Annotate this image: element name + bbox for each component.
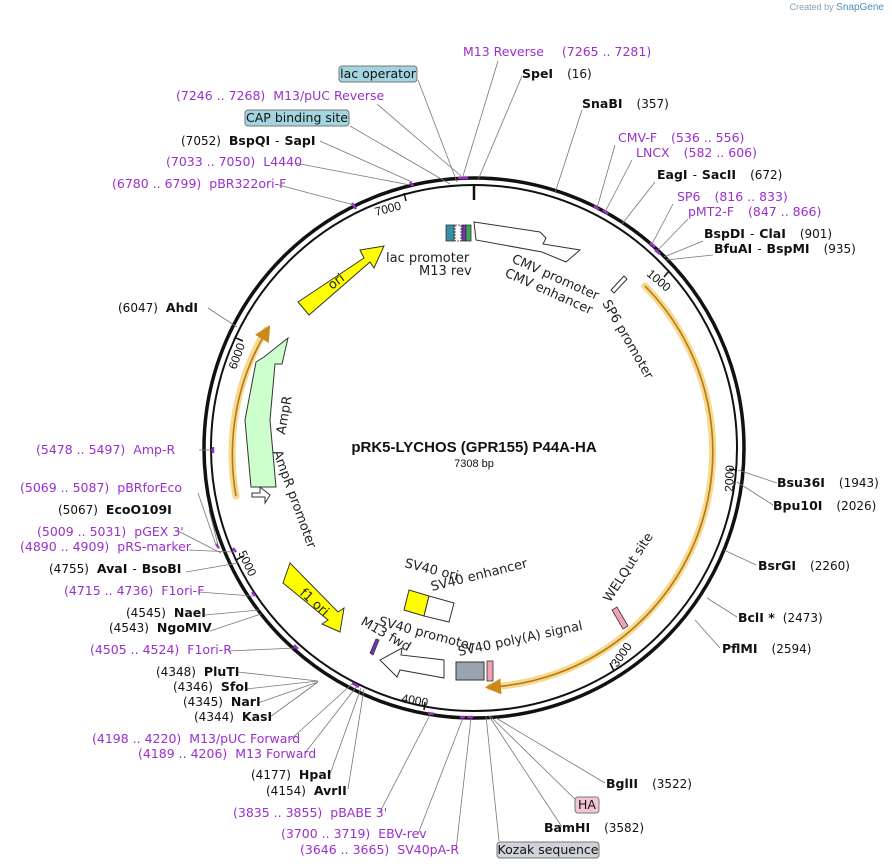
site-bamhi: BamHI(3582) — [544, 820, 644, 835]
brand-watermark: Created by SnapGene — [790, 2, 884, 13]
site-bpu10i: Bpu10I(2026) — [773, 498, 876, 513]
site-sfoi: (4346)SfoI — [173, 679, 249, 694]
sp6-promoter-label: SP6 promoter — [599, 298, 657, 383]
primer-sv40pa-r: (3646 .. 3665)SV40pA-R — [300, 842, 459, 857]
ruler: 1000 2000 3000 4000 5000 6000 7000 — [226, 192, 738, 711]
ruler-4000: 4000 — [400, 691, 429, 709]
primer-pbrforeco: (5069 .. 5087)pBRforEco — [20, 480, 182, 495]
m13-rev-label: M13 rev — [419, 264, 472, 279]
ha-text: HA — [578, 797, 596, 812]
site-ecoo109i: (5067)EcoO109I — [58, 502, 172, 517]
primer-pbr322ori-f: (6780 .. 6799)pBR322ori-F — [112, 176, 286, 191]
f1-ori-feature — [282, 562, 345, 633]
site-bsu36i: Bsu36I(1943) — [777, 475, 879, 490]
site-pluti: (4348)PluTI — [156, 664, 239, 679]
sv40-enhancer-feature — [423, 595, 455, 623]
primer-ebv-rev: (3700 .. 3719)EBV-rev — [281, 826, 427, 841]
plasmid-size: 7308 bp — [454, 458, 494, 470]
primer-lncx: LNCX(582 .. 606) — [636, 145, 757, 160]
ruler-2000: 2000 — [722, 465, 737, 492]
primer-pbabe3: (3835 .. 3855)pBABE 3' — [233, 805, 387, 820]
primer-m13-forward: (4189 .. 4206)M13 Forward — [138, 746, 316, 761]
site-bspdi-clai: BspDI-ClaI(901) — [704, 226, 832, 241]
orf-highlight — [486, 282, 717, 691]
ampr-feature — [244, 336, 289, 488]
ampr-promoter-feature — [251, 485, 271, 505]
sv40-polya-label: SV40 poly(A) signal — [457, 619, 584, 660]
sp6-promoter-feature — [610, 275, 628, 294]
ampr-label: AmpR — [274, 395, 296, 436]
lac-promoter-feature — [445, 224, 455, 242]
site-bcli: BclI *(2473) — [738, 610, 823, 625]
lac-operator-feature — [454, 224, 462, 242]
ruler-5000: 5000 — [235, 548, 259, 578]
sv40-polya-feature — [455, 661, 485, 681]
cmv-feature — [473, 221, 582, 263]
lac-operator-box: lac operator — [338, 65, 418, 83]
primer-m13-reverse: M13 Reverse(7265 .. 7281) — [463, 44, 651, 59]
ampr-orf-arrow — [231, 325, 271, 497]
backbone-outer — [202, 176, 746, 720]
site-bsrgi: BsrGI(2260) — [758, 558, 850, 573]
leader-lines — [177, 60, 778, 851]
welqut-label: WELQut site — [601, 530, 657, 605]
primer-m13puc-reverse: (7246 .. 7268)M13/pUC Reverse — [176, 88, 385, 103]
site-hpai: (4177)HpaI — [251, 767, 331, 782]
site-avrii: (4154)AvrII — [266, 783, 347, 798]
ori-feature — [297, 245, 385, 316]
lac-promoter-label: lac promoter — [386, 251, 470, 266]
kozak-box: Kozak sequence — [496, 841, 600, 859]
site-spei: SpeI(16) — [522, 66, 592, 81]
primer-cmv-f: CMV-F(536 .. 556) — [618, 130, 744, 145]
lac-operator-text: lac operator — [340, 66, 417, 81]
sv40-promoter-feature — [379, 647, 445, 679]
primer-amp-r: (5478 .. 5497)Amp-R — [36, 442, 175, 457]
site-snabi: SnaBI(357) — [582, 96, 669, 111]
site-pflmi: PflMI(2594) — [722, 641, 811, 656]
site-nari: (4345)NarI — [183, 694, 261, 709]
primer-l4440: (7033 .. 7050)L4440 — [166, 154, 302, 169]
site-naei: (4545)NaeI — [126, 605, 206, 620]
ha-box: HA — [574, 796, 600, 814]
kozak-text: Kozak sequence — [498, 842, 599, 857]
primer-marks — [211, 176, 661, 719]
site-ahdi: (6047)AhdI — [118, 300, 198, 315]
site-avai-bsobi: (4755)AvaI-BsoBI — [49, 561, 181, 576]
cap-site-box: CAP binding site — [244, 109, 350, 127]
primer-f1ori-f: (4715 .. 4736)F1ori-F — [64, 583, 204, 598]
brand-name: SnapGene — [836, 2, 884, 13]
site-bglii: BglII(3522) — [606, 776, 692, 791]
primer-sp6: SP6(816 .. 833) — [677, 189, 788, 204]
site-bfuai-bspmi: BfuAI-BspMI(935) — [714, 241, 856, 256]
cap-site-text: CAP binding site — [246, 110, 348, 125]
ha-feature — [486, 660, 494, 682]
primer-f1ori-r: (4505 .. 4524)F1ori-R — [90, 642, 232, 657]
site-eagi-sacii: EagI-SacII(672) — [657, 167, 782, 182]
brand-prefix: Created by — [789, 2, 834, 12]
m13-rev-feature — [461, 224, 467, 242]
ruler-7000: 7000 — [373, 198, 403, 219]
primer-m13puc-forward: (4198 .. 4220)M13/pUC Forward — [92, 731, 300, 746]
site-ngomiv: (4543)NgoMIV — [109, 620, 212, 635]
orf-arrow — [485, 285, 714, 695]
m13-fwd-feature — [369, 638, 380, 656]
ampr-promoter-label: AmpR promoter — [269, 448, 319, 551]
primer-prs-marker: (4890 .. 4909)pRS-marker — [20, 539, 192, 554]
primer-pmt2-f: pMT2-F(847 .. 866) — [688, 204, 821, 219]
site-bspqi-sapi: (7052)BspQI-SapI — [181, 133, 316, 148]
primer-pgex3: (5009 .. 5031)pGEX 3' — [37, 524, 184, 539]
site-kasi: (4344)KasI — [194, 709, 272, 724]
welqut-feature — [611, 606, 629, 630]
cap-site-feature — [465, 224, 472, 242]
plasmid-name: pRK5-LYCHOS (GPR155) P44A-HA — [351, 439, 596, 456]
